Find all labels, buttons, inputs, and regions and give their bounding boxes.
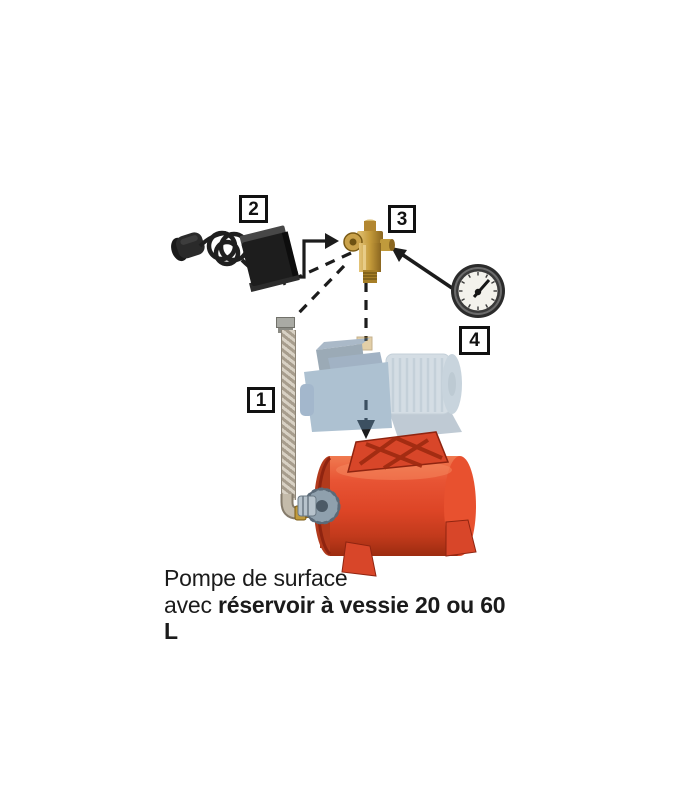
coiled-cable: [198, 230, 258, 274]
caption-line-1: Pompe de surface: [164, 565, 348, 591]
callout-1-flexible-hose: 1: [247, 387, 275, 413]
bladder-tank-illustration: [297, 431, 477, 577]
pump-suction-nose: [300, 384, 314, 416]
caption-line-2-bold: réservoir à vessie 20 ou 60 L: [164, 591, 506, 645]
tank-port-hub: [297, 495, 317, 517]
arrow-switch-to-fitting: [296, 239, 326, 279]
brass-fitting-illustration: [343, 219, 395, 283]
caption-line-2-regular: avec: [164, 591, 218, 618]
switch-box: [239, 225, 300, 293]
arrow-gauge-to-fitting: [401, 253, 454, 290]
motor-cooling-fins: [391, 358, 444, 412]
pump-motor: [385, 353, 451, 415]
fitting-main-body: [359, 243, 381, 272]
arrowhead-upleft-to-fitting: [391, 247, 407, 262]
product-caption: Pompe de surface avec réservoir à vessie…: [164, 565, 524, 645]
power-plug: [171, 232, 205, 262]
pressure-switch-illustration: [171, 225, 300, 293]
gauge-ticks: [459, 272, 497, 310]
pressure-gauge-illustration: [451, 264, 505, 318]
fitting-top-stem: [364, 221, 376, 232]
fitting-body: [343, 219, 395, 283]
fitting-right-port: [380, 239, 392, 251]
dashed-line-fitting-to-hose: [290, 264, 346, 322]
platform-lattice: [358, 436, 443, 470]
pump-base-bracket: [390, 410, 462, 438]
flexible-hose-illustration: [281, 330, 296, 500]
callout-3-brass-fitting: 3: [388, 205, 416, 233]
hose-top-fitting: [276, 317, 295, 328]
surface-pump-illustration: [300, 336, 462, 438]
callout-4-pressure-gauge: 4: [459, 326, 490, 355]
fitting-collar: [357, 231, 383, 244]
pump-head: [304, 362, 392, 432]
caption-line-2: avec réservoir à vessie 20 ou 60 L: [164, 592, 524, 645]
arrowhead-right-to-fitting: [325, 233, 339, 249]
tank-group: [297, 431, 477, 577]
tank-front-left-foot: [341, 541, 377, 577]
tank-front-right-foot: [445, 519, 477, 557]
pump-group: [300, 336, 462, 438]
callout-2-pressure-switch: 2: [239, 195, 268, 223]
